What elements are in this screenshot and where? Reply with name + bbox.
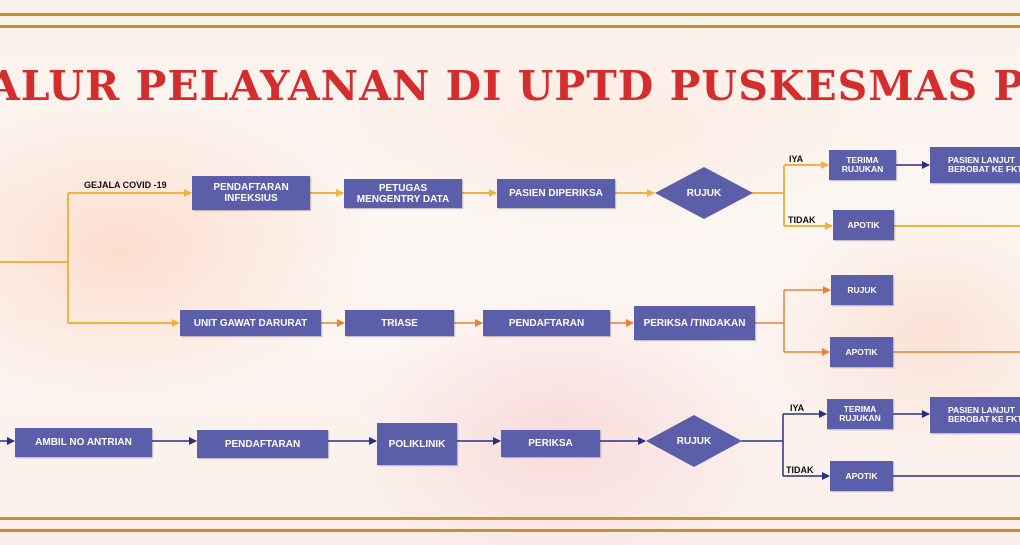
pendaftaran-box-row2: PENDAFTARAN	[483, 310, 610, 336]
terima-rujukan-box-top: TERIMA RUJUKAN	[829, 150, 896, 180]
iya-label-bottom: IYA	[790, 403, 805, 413]
rujuk-box-row2: RUJUK	[831, 275, 893, 305]
rujuk-decision-bottom: RUJUK	[676, 435, 712, 447]
periksa-box: PERIKSA	[501, 430, 600, 457]
pasien-lanjut-box-top: PASIEN LANJUT BEROBAT KE FKTL	[930, 147, 1020, 183]
pasien-lanjut-box-bottom: PASIEN LANJUT BEROBAT KE FKTL	[930, 397, 1020, 433]
bottom-rule-2	[0, 529, 1020, 532]
rujuk-diamond-top	[655, 167, 753, 219]
poliklinik-box: POLIKLINIK	[377, 423, 457, 465]
bottom-rule-1	[0, 517, 1020, 520]
rujuk-diamond-bottom	[646, 415, 742, 467]
petugas-mengentry-data-box: PETUGAS MENGENTRY DATA	[344, 179, 462, 208]
pendaftaran-infeksius-box: PENDAFTARAN INFEKSIUS	[192, 176, 310, 210]
apotik-box-row2: APOTIK	[830, 337, 893, 367]
pendaftaran-box-row3: PENDAFTARAN	[197, 430, 328, 458]
unit-gawat-darurat-box: UNIT GAWAT DARURAT	[180, 310, 321, 336]
pasien-diperiksa-box: PASIEN DIPERIKSA	[497, 179, 615, 208]
ambil-no-antrian-box: AMBIL NO ANTRIAN	[15, 428, 152, 457]
rujuk-decision-top: RUJUK	[686, 187, 722, 199]
top-rule-1	[0, 13, 1020, 16]
top-rule-2	[0, 25, 1020, 28]
triase-box: TRIASE	[345, 310, 454, 336]
apotik-box-bottom: APOTIK	[830, 461, 893, 491]
periksa-tindakan-box: PERIKSA /TINDAKAN	[634, 306, 755, 340]
tidak-label-bottom: TIDAK	[786, 465, 814, 475]
gejala-covid-label: GEJALA COVID -19	[84, 180, 167, 190]
page-title: ALUR PELAYANAN DI UPTD PUSKESMAS PEKAN H…	[0, 62, 1020, 110]
terima-rujukan-box-bottom: TERIMA RUJUKAN	[827, 399, 893, 429]
apotik-box-top: APOTIK	[833, 210, 894, 240]
tidak-label-top: TIDAK	[788, 215, 816, 225]
iya-label-top: IYA	[789, 154, 804, 164]
